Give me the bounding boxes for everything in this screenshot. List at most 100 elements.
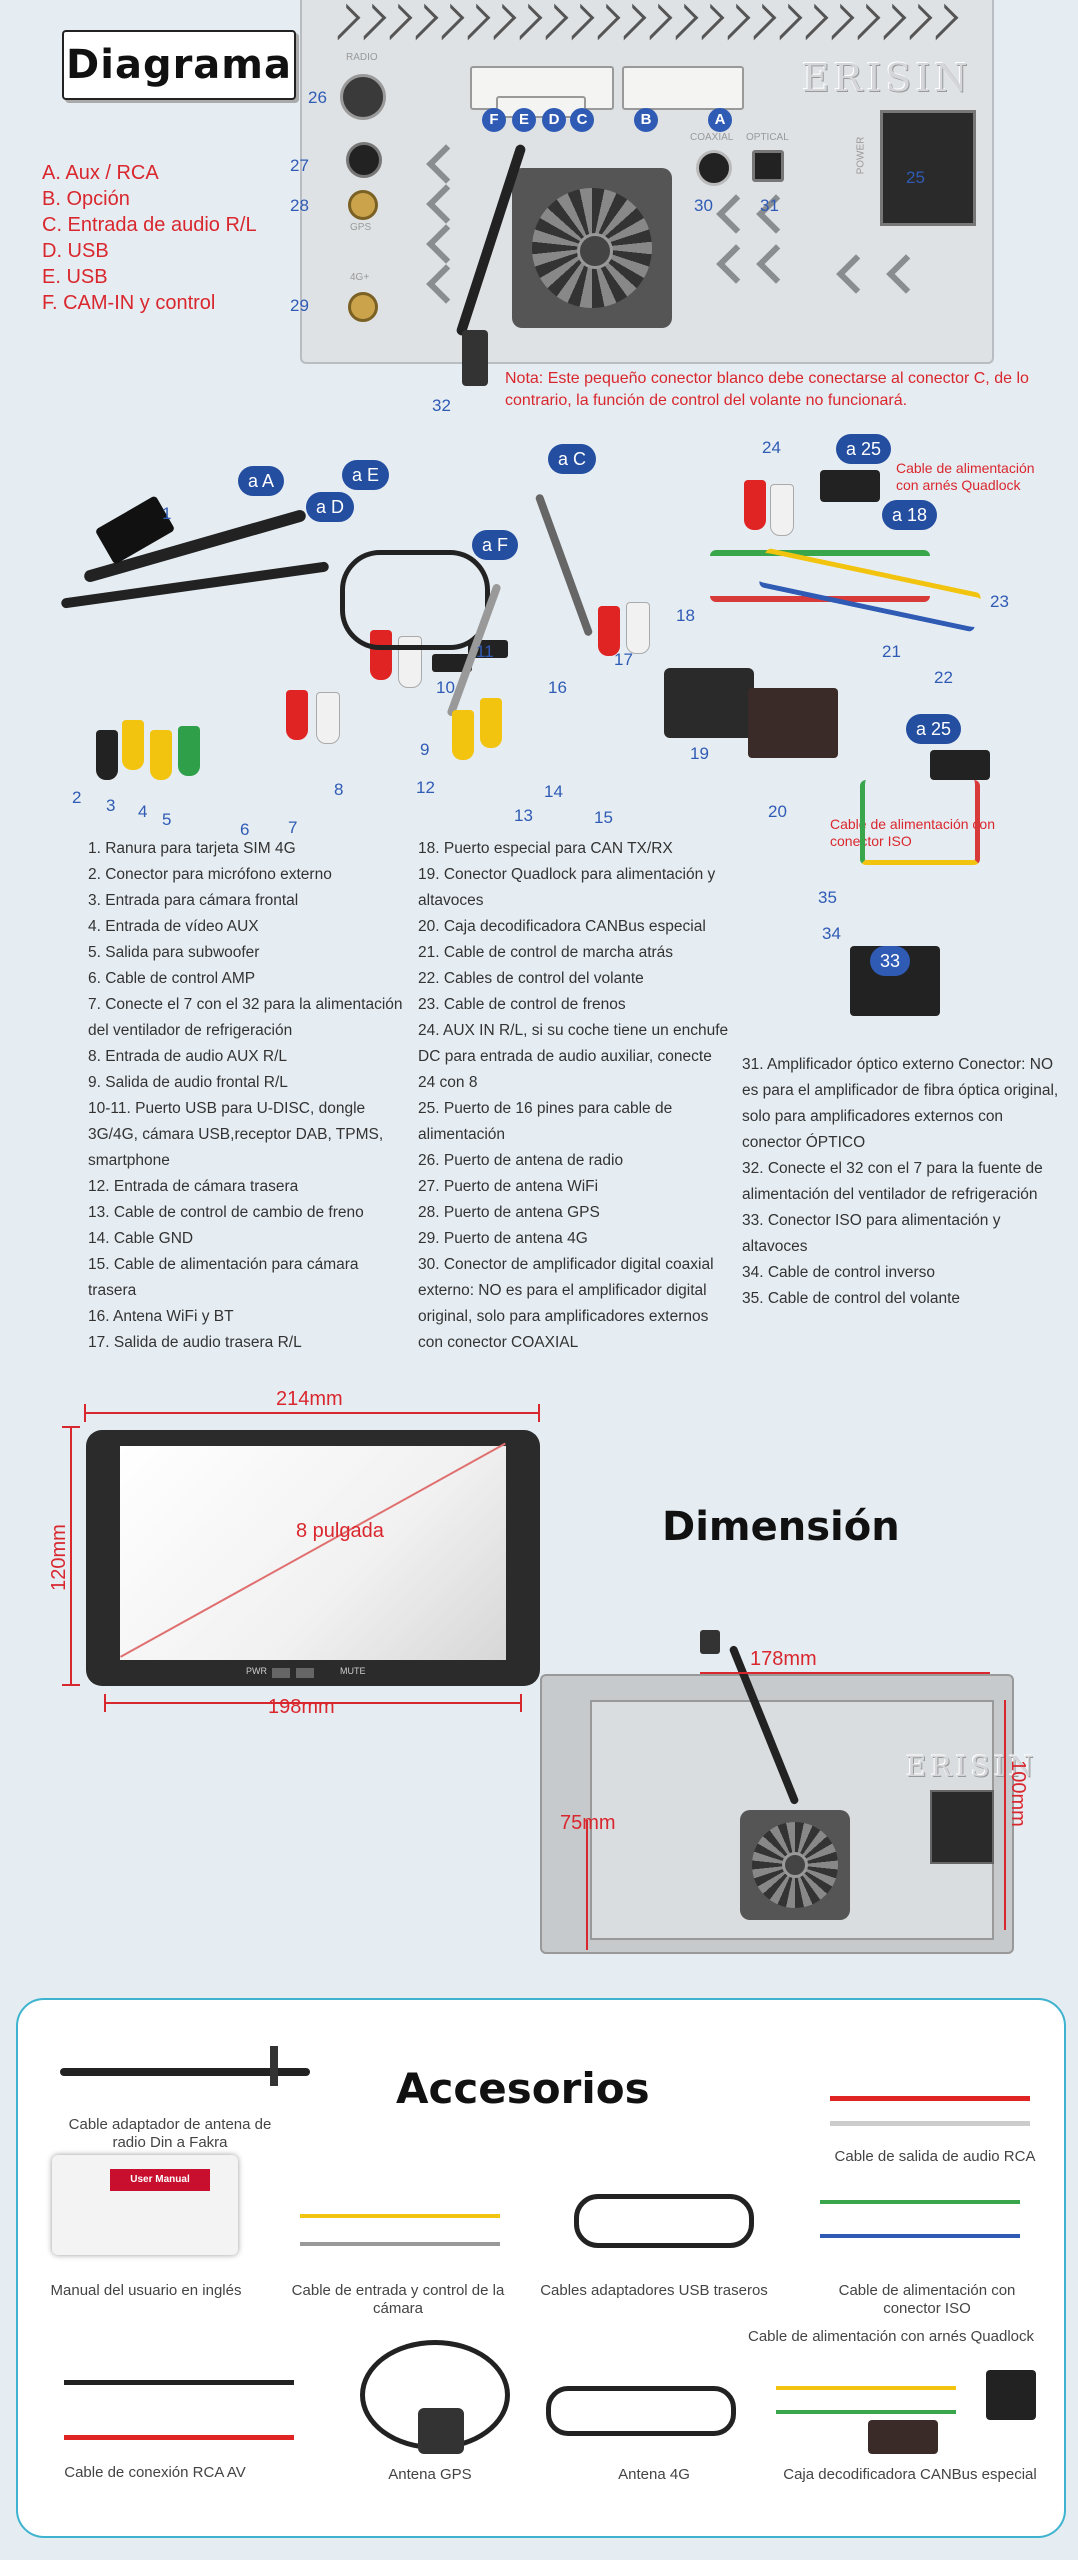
canbus-box-image (868, 2420, 938, 2454)
rca-plug-red (598, 606, 620, 656)
list-item: 31. Amplificador óptico externo Conector… (742, 1056, 1059, 1151)
4g-port-label: 4G+ (350, 272, 370, 283)
list-item: 23. Cable de control de frenos (418, 996, 626, 1013)
chevron-vent (716, 194, 756, 234)
unit-depth-label: 75mm (560, 1812, 616, 1834)
camera-cable-image (300, 2214, 500, 2246)
rca-plug-white (770, 484, 794, 536)
power-label: POWER (855, 136, 867, 175)
chevron-vent (886, 254, 926, 294)
connector-legend: A. Aux / RCA B. Opción C. Entrada de aud… (42, 160, 257, 316)
list-item: 35. Cable de control del volante (742, 1290, 961, 1307)
list-item: 7. Conecte el 7 con el 32 para la alimen… (88, 996, 403, 1039)
part-number-14: 14 (544, 782, 563, 801)
parts-list-2: 18. Puerto especial para CAN TX/RX 19. C… (400, 836, 730, 1356)
rca-plug-yellow (122, 720, 144, 770)
part-number-2: 2 (72, 788, 82, 807)
list-item: 34. Cable de control inverso (742, 1264, 936, 1281)
list-item: 27. Puerto de antena WiFi (418, 1178, 599, 1195)
diagram-title-box: Diagrama (62, 30, 296, 100)
list-item: 20. Caja decodificadora CANBus especial (418, 918, 706, 935)
list-item: 9. Salida de audio frontal R/L (88, 1074, 288, 1091)
part-number-11: 11 (476, 642, 494, 661)
part-number-23: 23 (990, 592, 1009, 611)
part-number-12: 12 (416, 778, 435, 797)
legend-item: D. USB (42, 240, 109, 262)
label-a-d: a D (306, 492, 355, 522)
quadlock-label: Cable de alimentación con arnés Quadlock (896, 460, 1035, 493)
rca-plug-black (96, 730, 118, 780)
width-top-label: 214mm (276, 1388, 343, 1410)
dimension-tick (538, 1404, 540, 1422)
label-a-25-quadlock: a 25 (836, 434, 892, 464)
user-manual-image: User Manual (52, 2155, 238, 2255)
optical-port (752, 150, 784, 182)
list-item: 8. Entrada de audio AUX R/L (88, 1048, 288, 1065)
port-number-30: 30 (694, 196, 713, 215)
chevron-vent (756, 244, 796, 284)
rca-plug-yellow (452, 710, 474, 760)
connector-letter-f: F (482, 108, 506, 132)
dimension-line-unit-width (700, 1672, 990, 1674)
cooling-fan (512, 168, 672, 328)
4g-antenna-port (348, 292, 378, 322)
accessory-canbus-label: Caja decodificadora CANBus especial (783, 2466, 1037, 2483)
port-number-25: 25 (906, 168, 925, 187)
part-number-7: 7 (288, 818, 298, 837)
part-number-3: 3 (106, 796, 116, 815)
label-33: 33 (870, 946, 911, 976)
port-number-27: 27 (290, 156, 309, 175)
coaxial-port (696, 150, 732, 186)
accessory-usb-label: Cables adaptadores USB traseros (540, 2282, 768, 2299)
power-port-small (930, 1790, 994, 1864)
accessory-camera-cable-label: Cable de entrada y control de la cámara (291, 2282, 505, 2317)
screen-size-label: 8 pulgada (296, 1520, 384, 1542)
radio-port-label: RADIO (346, 52, 378, 63)
unit-width-label: 178mm (750, 1648, 817, 1670)
rca-av-cable-image (64, 2380, 294, 2440)
16pin-plug (820, 470, 880, 502)
diagram-title: Diagrama (66, 42, 292, 88)
accessory-iso-label: Cable de alimentación con conector ISO (838, 2282, 1016, 2317)
dimension-line-left (70, 1426, 72, 1686)
legend-item: C. Entrada de audio R/L (42, 214, 257, 236)
cable-plug-small (700, 1630, 720, 1654)
manual-tag: User Manual (110, 2169, 210, 2191)
port-number-28: 28 (290, 196, 309, 215)
iso-harness-image (820, 2200, 1020, 2238)
parts-list-3: 31. Amplificador óptico externo Conector… (724, 1052, 1064, 1312)
list-item: 18. Puerto especial para CAN TX/RX (418, 840, 673, 857)
part-number-17: 17 (614, 650, 633, 669)
power-port-16pin (880, 110, 976, 226)
list-item: 21. Cable de control de marcha atrás (418, 944, 674, 961)
gps-port-label: GPS (350, 222, 372, 233)
label-a-a: a A (238, 466, 285, 496)
part-number-22: 22 (934, 668, 953, 687)
dimension-line-unit-depth (586, 1820, 588, 1950)
brand-logo: ERISIN (802, 56, 972, 100)
fakra-plug (270, 2046, 278, 2086)
usb-cable-loop (340, 550, 490, 650)
unit-height-label: 100mm (1006, 1760, 1029, 1827)
fan-blades (752, 1822, 838, 1908)
legend-item: A. Aux / RCA (42, 162, 159, 184)
diagram-section: Diagrama A. Aux / RCA B. Opción C. Entra… (0, 0, 1078, 420)
part-number-10: 10 (436, 678, 455, 697)
part-number-24: 24 (762, 438, 781, 457)
fan-hub (577, 233, 613, 269)
optical-label: OPTICAL (746, 132, 789, 143)
list-item: 30. Conector de amplificador digital coa… (418, 1256, 714, 1351)
connector-note: Nota: Este pequeño conector blanco debe … (505, 370, 1029, 409)
brand-logo-small: ERISIN (906, 1750, 1038, 1783)
port-number-32: 32 (432, 396, 451, 415)
list-item: 10-11. Puerto USB para U-DISC, dongle 3G… (88, 1100, 384, 1169)
gps-antenna-port (348, 190, 378, 220)
chevron-vent (426, 144, 466, 184)
canbus-decoder-box (748, 688, 838, 758)
iso-label: Cable de alimentación con conector ISO (830, 816, 995, 849)
rca-plug-red (286, 690, 308, 740)
fakra-cable-image (60, 2068, 310, 2076)
accessory-4g-label: Antena 4G (618, 2466, 690, 2483)
accessory-rca-av-label: Cable de conexión RCA AV (64, 2464, 246, 2481)
rca-plug-white (316, 692, 340, 744)
